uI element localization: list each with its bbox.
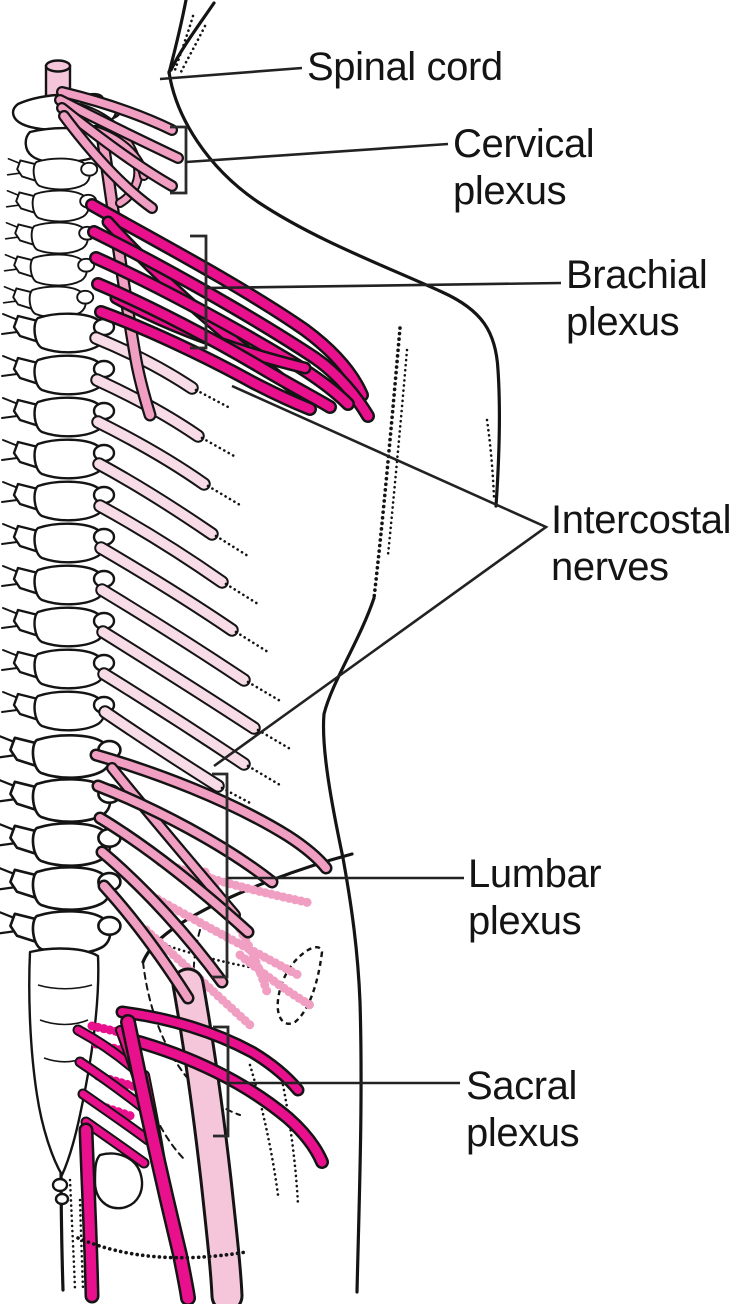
gluteal-cleft-line bbox=[59, 1156, 65, 1292]
sacral-plexus-nerves bbox=[78, 1012, 322, 1298]
lumbar-plexus-bracket bbox=[212, 772, 229, 979]
cervical-plexus-bracket bbox=[170, 125, 188, 195]
neck-stipple bbox=[173, 14, 207, 74]
armpit-stipple bbox=[485, 418, 496, 500]
spinal-cord-leader bbox=[159, 66, 303, 81]
brachial-plexus-leader bbox=[205, 281, 562, 290]
sacral-plexus-bracket bbox=[213, 1025, 230, 1138]
scapula-stipple bbox=[372, 326, 402, 600]
label-lumbar-plexus: Lumbar plexus bbox=[468, 852, 602, 943]
sacrum bbox=[28, 947, 100, 1206]
brachial-plexus-nerves bbox=[92, 205, 368, 416]
brachial-plexus-bracket bbox=[190, 234, 208, 350]
label-sacral-plexus: Sacral plexus bbox=[466, 1064, 580, 1155]
leader-lines bbox=[159, 66, 562, 1085]
intercostal-nerves-leader bbox=[213, 384, 549, 768]
intercostal-tip-dots bbox=[194, 388, 294, 806]
label-cervical-plexus: Cervical plexus bbox=[453, 122, 595, 213]
gluteal-fold-stipple bbox=[76, 1236, 248, 1260]
back-hip-line bbox=[321, 596, 376, 1294]
intercostal-nerve-strips bbox=[96, 338, 294, 806]
brackets bbox=[170, 125, 230, 1138]
label-spinal-cord: Spinal cord bbox=[307, 45, 503, 89]
cervical-plexus-leader bbox=[185, 142, 449, 164]
label-brachial-plexus: Brachial plexus bbox=[566, 253, 708, 344]
label-intercostal-nerves: Intercostal nerves bbox=[551, 498, 732, 589]
